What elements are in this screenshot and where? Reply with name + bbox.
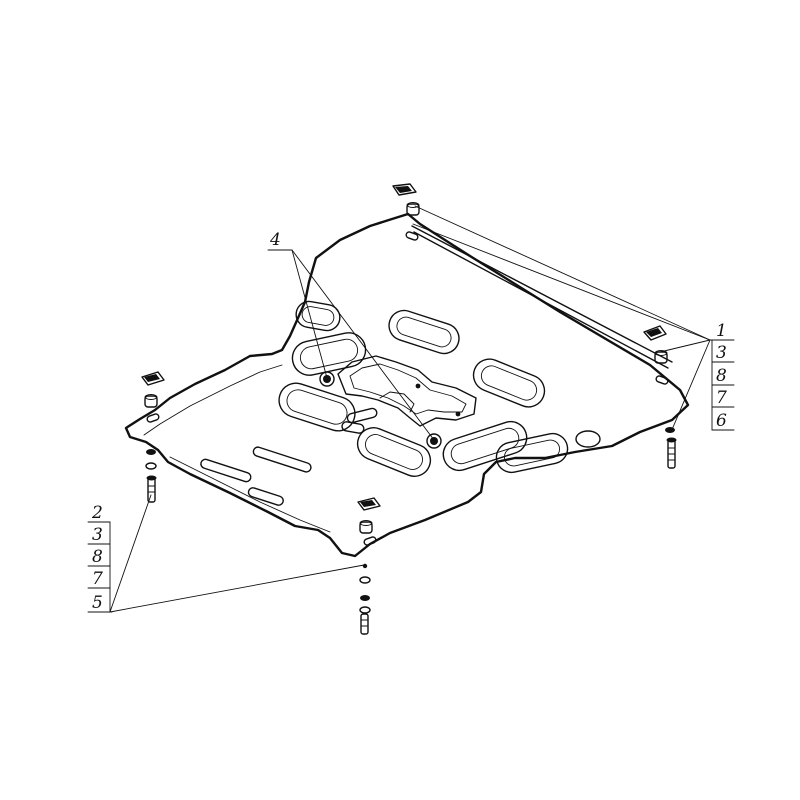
plate-slots: [146, 231, 669, 546]
mount-slot: [405, 231, 419, 241]
center-bolt-1: [319, 371, 335, 387]
slot: [472, 358, 546, 408]
mount-slot: [655, 375, 669, 385]
front-slot: [200, 458, 252, 483]
callout-left-5: 5: [92, 593, 103, 613]
slot: [278, 382, 356, 432]
callout-stack-right: 1 3 8 7 6: [707, 321, 735, 431]
front-slot: [252, 446, 312, 473]
center-emboss: [337, 355, 477, 427]
leader-lines: [109, 205, 711, 613]
skid-plate: [124, 212, 690, 558]
mount-slot: [146, 413, 160, 423]
dot-hole: [455, 411, 461, 417]
slot: [495, 432, 569, 474]
narrow-slot: [341, 421, 365, 434]
callout-right-4: 7: [716, 388, 727, 408]
fastener-stack-rear: [392, 183, 420, 216]
callout-stack-left: 2 3 8 7 5: [87, 503, 113, 613]
callout-left-2: 3: [92, 525, 103, 545]
slot: [388, 309, 460, 355]
fastener-stack-front: [357, 497, 381, 635]
front-slot: [247, 487, 284, 506]
callout-left-1: 2: [91, 503, 103, 523]
narrow-slot: [346, 407, 378, 424]
round-hole: [575, 430, 601, 448]
slot: [295, 300, 341, 332]
fastener-stack-left: [141, 371, 165, 503]
callout-left-3: 8: [92, 547, 103, 567]
dot-hole: [415, 383, 421, 389]
slot: [356, 427, 432, 477]
center-bolt-2: [426, 433, 442, 449]
callout-left-4: 7: [92, 569, 103, 589]
callout-right-5: 6: [716, 411, 727, 431]
slot: [442, 420, 528, 472]
callout-top: 4: [269, 230, 281, 250]
callout-right-3: 8: [716, 366, 727, 386]
callout-right-2: 3: [716, 343, 727, 363]
mount-slot: [363, 536, 377, 546]
callout-right-1: 1: [716, 321, 727, 341]
slot: [291, 332, 367, 376]
fastener-stack-right: [643, 325, 677, 469]
